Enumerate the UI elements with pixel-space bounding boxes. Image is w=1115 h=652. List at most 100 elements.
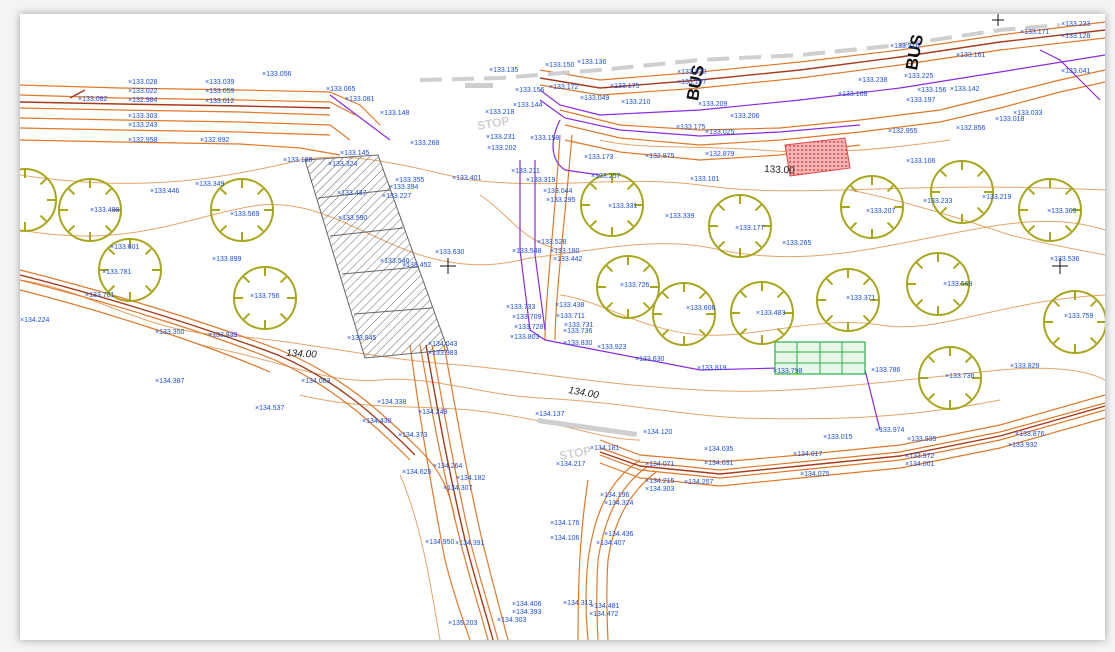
spot-height-label[interactable]: ×134.083 [301, 378, 330, 385]
spot-height-label[interactable]: ×133.175 [676, 124, 705, 131]
spot-height-label[interactable]: ×134.436 [604, 531, 633, 538]
spot-height-label[interactable]: ×133.161 [956, 52, 985, 59]
spot-height-label[interactable]: ×134.217 [556, 461, 585, 468]
spot-height-label[interactable]: ×134.303 [497, 617, 526, 624]
spot-height-label[interactable]: ×133.548 [512, 248, 541, 255]
spot-height-label[interactable]: ×133.150 [545, 62, 574, 69]
spot-height-label[interactable]: ×133.218 [485, 109, 514, 116]
spot-height-label[interactable]: ×133.726 [620, 282, 649, 289]
spot-height-label[interactable]: ×133.168 [838, 91, 867, 98]
spot-height-label[interactable]: ×134.391 [455, 540, 484, 547]
spot-height-label[interactable]: ×134.043 [428, 341, 457, 348]
spot-height-label[interactable]: ×133.728 [514, 324, 543, 331]
spot-height-label[interactable]: ×133.211 [511, 168, 540, 175]
spot-height-label[interactable]: ×133.446 [150, 188, 179, 195]
spot-height-label[interactable]: ×133.059 [205, 88, 234, 95]
spot-height-label[interactable]: ×133.210 [621, 99, 650, 106]
spot-height-label[interactable]: ×133.876 [1015, 431, 1044, 438]
spot-height-label[interactable]: ×134.537 [255, 405, 284, 412]
spot-height-label[interactable]: ×133.145 [340, 150, 369, 157]
spot-height-label[interactable]: ×134.224 [20, 317, 49, 324]
spot-height-label[interactable]: ×134.001 [905, 461, 934, 468]
spot-height-label[interactable]: ×133.590 [338, 215, 367, 222]
spot-height-label[interactable]: ×133.197 [906, 97, 935, 104]
spot-height-label[interactable]: ×134.393 [512, 609, 541, 616]
red-paved-area[interactable] [784, 137, 851, 177]
spot-height-label[interactable]: ×132.875 [645, 153, 674, 160]
spot-height-label[interactable]: ×133.156 [917, 87, 946, 94]
spot-height-label[interactable]: ×133.350 [155, 329, 184, 336]
spot-height-label[interactable]: ×132.892 [200, 137, 229, 144]
spot-height-label[interactable]: ×133.172 [549, 84, 578, 91]
spot-height-label[interactable]: ×133.932 [1008, 442, 1037, 449]
spot-height-label[interactable]: ×133.135 [489, 67, 518, 74]
spot-height-label[interactable]: ×133.483 [756, 310, 785, 317]
spot-height-label[interactable]: ×132.879 [705, 151, 734, 158]
spot-height-label[interactable]: ×133.231 [486, 134, 515, 141]
spot-height-label[interactable]: ×133.630 [435, 249, 464, 256]
spot-height-label[interactable]: ×134.249 [418, 409, 447, 416]
spot-height-label[interactable]: ×134.120 [643, 429, 672, 436]
spot-height-label[interactable]: ×133.202 [487, 145, 516, 152]
spot-height-label[interactable]: ×132.856 [956, 125, 985, 132]
spot-height-label[interactable]: ×133.736 [945, 373, 974, 380]
spot-height-label[interactable]: ×133.498 [90, 207, 119, 214]
spot-height-label[interactable]: ×134.406 [512, 601, 541, 608]
spot-height-label[interactable]: ×134.264 [433, 463, 462, 470]
spot-height-label[interactable]: ×132.984 [128, 97, 157, 104]
spot-height-label[interactable]: ×133.540 [380, 258, 409, 265]
spot-height-label[interactable]: ×134.196 [600, 492, 629, 499]
spot-height-label[interactable]: ×133.781 [102, 269, 131, 276]
spot-height-label[interactable]: ×133.759 [1064, 313, 1093, 320]
spot-height-label[interactable]: ×134.387 [155, 378, 184, 385]
spot-height-label[interactable]: ×133.207 [866, 208, 895, 215]
spot-height-label[interactable]: ×133.101 [690, 176, 719, 183]
spot-height-label[interactable]: ×133.268 [410, 140, 439, 147]
spot-height-label[interactable]: ×133.219 [982, 194, 1011, 201]
spot-height-label[interactable]: ×133.438 [555, 302, 584, 309]
spot-height-label[interactable]: ×134.313 [563, 600, 592, 607]
spot-height-label[interactable]: ×133.206 [730, 113, 759, 120]
spot-height-label[interactable]: ×133.945 [347, 335, 376, 342]
spot-height-label[interactable]: ×134.106 [550, 535, 579, 542]
spot-height-label[interactable]: ×133.756 [250, 293, 279, 300]
spot-height-label[interactable]: ×133.709 [512, 314, 541, 321]
spot-height-label[interactable]: ×133.033 [1013, 110, 1042, 117]
spot-height-label[interactable]: ×133.177 [735, 225, 764, 232]
spot-height-label[interactable]: ×134.071 [645, 461, 674, 468]
spot-height-label[interactable]: ×134.373 [398, 432, 427, 439]
spot-height-label[interactable]: ×133.711 [556, 313, 585, 320]
spot-height-label[interactable]: ×133.939 [208, 332, 237, 339]
survey-plan-canvas[interactable]: BUS BUS STOP STOP 134.00 134.00 133.00 ×… [20, 14, 1105, 640]
spot-height-label[interactable]: ×134.035 [704, 446, 733, 453]
spot-height-label[interactable]: ×133.401 [452, 175, 481, 182]
spot-height-label[interactable]: ×133.128 [1061, 33, 1090, 40]
spot-height-label[interactable]: ×133.082 [78, 96, 107, 103]
spot-height-label[interactable]: ×133.049 [580, 95, 609, 102]
spot-height-label[interactable]: ×133.041 [1061, 68, 1090, 75]
spot-height-label[interactable]: ×133.601 [110, 244, 139, 251]
spot-height-label[interactable]: ×133.171 [1020, 29, 1049, 36]
spot-height-label[interactable]: ×133.355 [395, 177, 424, 184]
spot-height-label[interactable]: ×134.031 [704, 460, 733, 467]
spot-height-label[interactable]: ×133.983 [428, 350, 457, 357]
spot-height-label[interactable]: ×133.175 [610, 83, 639, 90]
spot-height-label[interactable]: ×133.830 [563, 340, 592, 347]
spot-height-label[interactable]: ×133.733 [506, 304, 535, 311]
spot-height-label[interactable]: ×134.481 [590, 603, 619, 610]
spot-height-label[interactable]: ×133.798 [773, 368, 802, 375]
spot-height-label[interactable]: ×133.303 [128, 113, 157, 120]
spot-height-label[interactable]: ×133.339 [665, 213, 694, 220]
spot-height-label[interactable]: ×134.257 [684, 479, 713, 486]
spot-height-label[interactable]: ×134.215 [645, 478, 674, 485]
spot-height-label[interactable]: ×133.136 [577, 59, 606, 66]
spot-height-label[interactable]: ×133.233 [923, 198, 952, 205]
spot-height-label[interactable]: ×134.075 [800, 471, 829, 478]
spot-height-label[interactable]: ×133.216 [890, 43, 919, 50]
spot-height-label[interactable]: ×133.437 [337, 190, 366, 197]
spot-height-label[interactable]: ×133.265 [782, 240, 811, 247]
spot-height-label[interactable]: ×133.209 [698, 101, 727, 108]
spot-height-label[interactable]: ×133.331 [608, 203, 637, 210]
spot-height-label[interactable]: ×133.731 [564, 322, 593, 329]
spot-height-label[interactable]: ×133.442 [553, 256, 582, 263]
